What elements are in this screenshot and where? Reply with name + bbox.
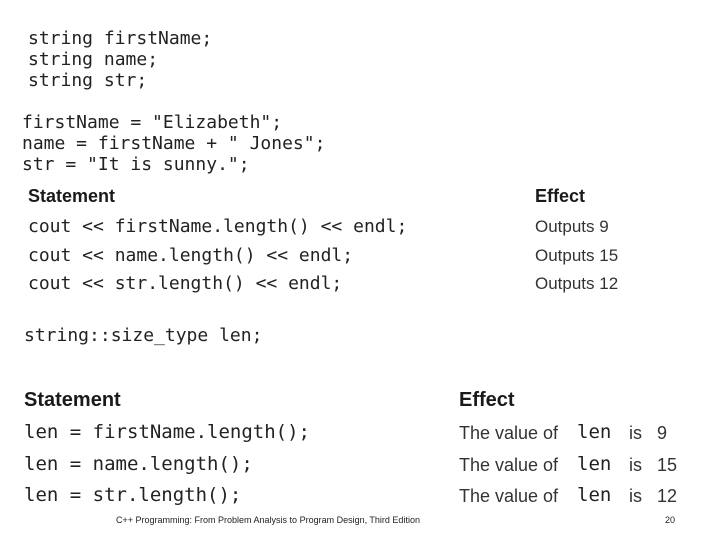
footer-title: C++ Programming: From Problem Analysis t…: [116, 515, 420, 525]
table-row-statement: cout << name.length() << endl;: [28, 245, 354, 266]
effect-value: 15: [657, 455, 678, 475]
effect-prefix: The value of: [459, 423, 559, 443]
code-line-size-type: string::size_type len;: [24, 325, 263, 346]
effect-is: is: [629, 455, 642, 475]
effect-is: is: [629, 423, 642, 443]
table-row-statement: len = str.length();: [24, 484, 242, 506]
table-row-statement: cout << firstName.length() << endl;: [28, 216, 408, 237]
effect-value: 9: [657, 423, 668, 443]
table-row-statement: len = firstName.length();: [24, 421, 310, 443]
table-header-effect: Effect: [535, 186, 586, 206]
code-line-assignment: firstName = "Elizabeth";: [22, 112, 283, 133]
table-row-statement: len = name.length();: [24, 453, 253, 475]
effect-prefix: The value of: [459, 486, 559, 506]
code-line-declaration: string str;: [28, 70, 148, 91]
page-number: 20: [665, 515, 676, 525]
code-line-declaration: string name;: [28, 49, 159, 70]
effect-is: is: [629, 486, 642, 506]
table-row-effect: Outputs 15: [535, 246, 619, 265]
effect-var: len: [577, 453, 612, 475]
effect-value: 12: [657, 486, 678, 506]
table-header-statement: Statement: [28, 186, 116, 206]
code-line-assignment: str = "It is sunny.";: [22, 154, 250, 175]
table-row-effect: Outputs 12: [535, 274, 619, 293]
table-row-effect: Outputs 9: [535, 217, 609, 236]
effect-var: len: [577, 484, 612, 506]
effect-prefix: The value of: [459, 455, 559, 475]
effect-var: len: [577, 421, 612, 443]
code-line-assignment: name = firstName + " Jones";: [22, 133, 326, 154]
table-header-statement: Statement: [24, 389, 121, 411]
code-line-declaration: string firstName;: [28, 28, 213, 49]
table-row-statement: cout << str.length() << endl;: [28, 273, 343, 294]
table-header-effect: Effect: [459, 389, 515, 411]
